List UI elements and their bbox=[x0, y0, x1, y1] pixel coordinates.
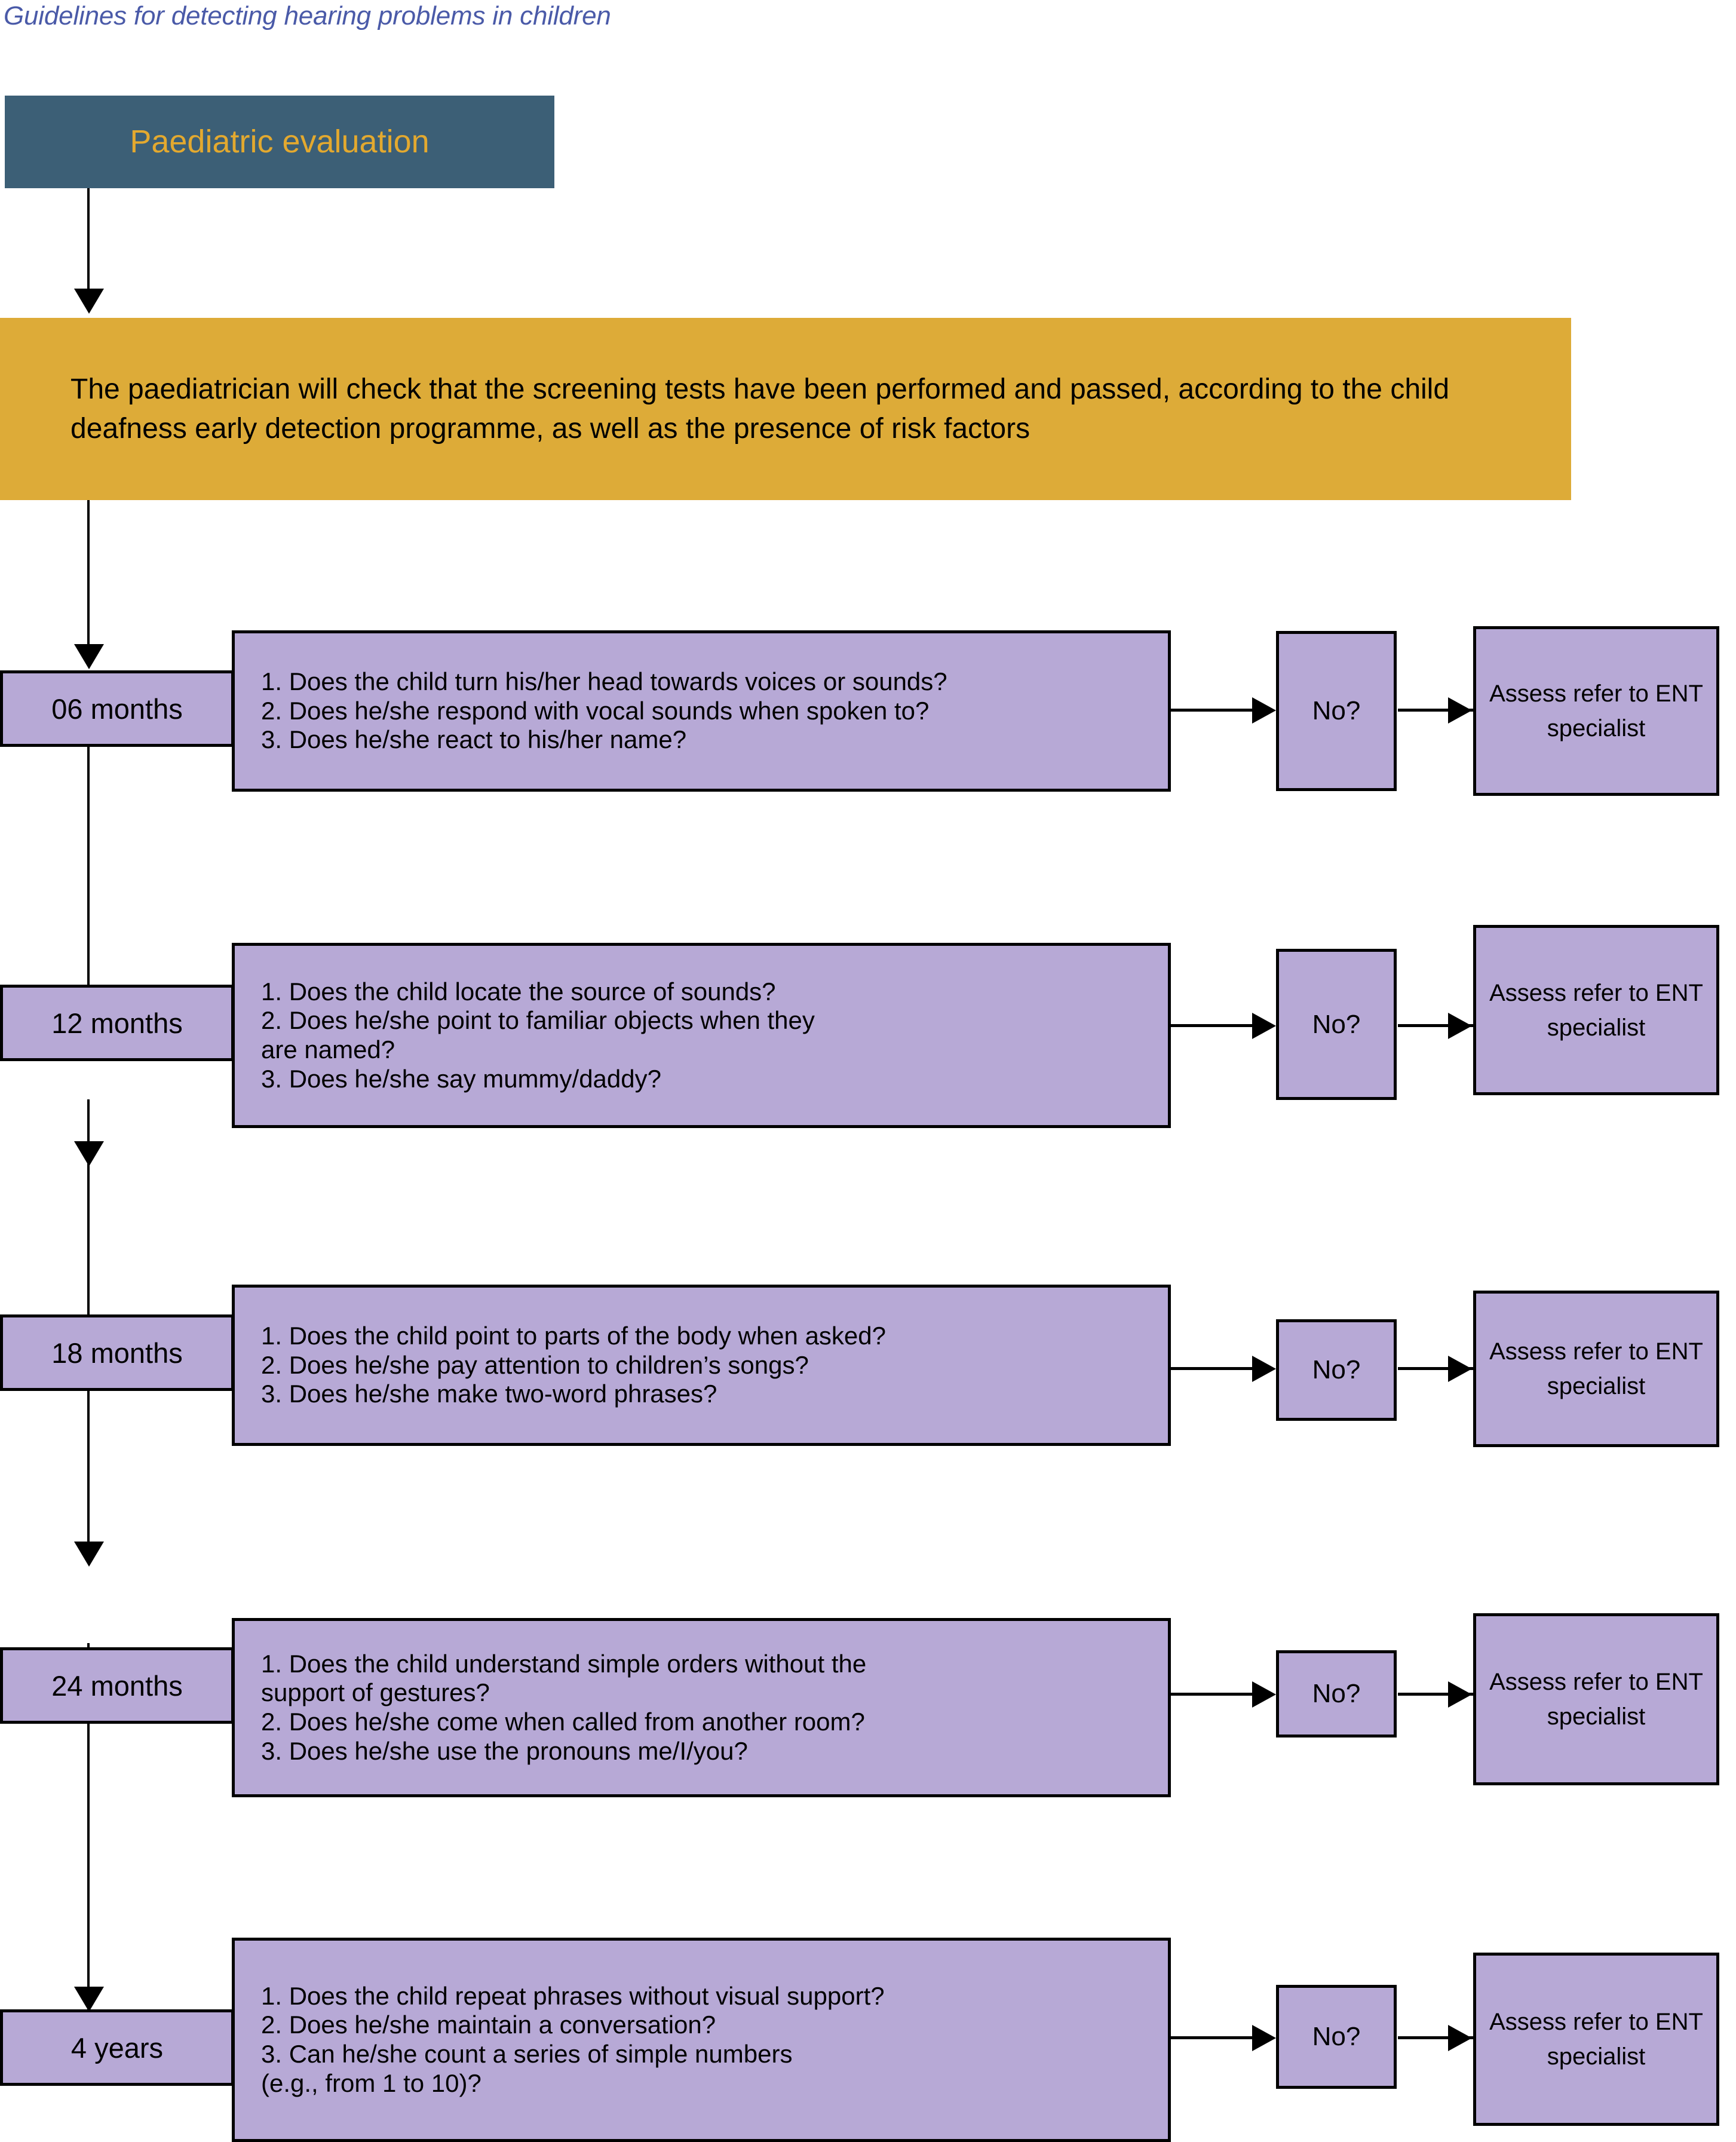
node-outcome-12-months-label: Assess refer to ENT specialist bbox=[1489, 979, 1703, 1041]
arrowhead-start-to-instruction bbox=[74, 289, 104, 314]
question-line: 3. Does he/she make two-word phrases? bbox=[261, 1380, 717, 1408]
arrowhead-outcome-4-years bbox=[1448, 2025, 1472, 2051]
question-line: 1. Does the child repeat phrases without… bbox=[261, 1981, 885, 2010]
arrowhead-to-06-months bbox=[74, 644, 104, 669]
node-decision-06-months[interactable]: No? bbox=[1276, 631, 1397, 791]
node-decision-12-months[interactable]: No? bbox=[1276, 949, 1397, 1100]
node-outcome-24-months-label: Assess refer to ENT specialist bbox=[1489, 1669, 1703, 1730]
arrowhead-decision-24-months bbox=[1252, 1681, 1276, 1708]
node-outcome-18-months-label: Assess refer to ENT specialist bbox=[1489, 1338, 1703, 1399]
node-age-18-months-label: 18 months bbox=[51, 1337, 183, 1369]
arrowhead-decision-18-months bbox=[1252, 1356, 1276, 1382]
node-outcome-24-months: Assess refer to ENT specialist bbox=[1473, 1613, 1719, 1785]
node-decision-18-months-label: No? bbox=[1312, 1355, 1361, 1384]
node-age-12-months-label: 12 months bbox=[51, 1007, 183, 1039]
page-title: Guidelines for detecting hearing problem… bbox=[4, 1, 611, 30]
spine-06-to-12-months bbox=[87, 747, 90, 1029]
node-decision-24-months-label: No? bbox=[1312, 1679, 1361, 1708]
connector-decision-to-outcome-18-months bbox=[1398, 1367, 1483, 1370]
spine-instruction-to-06-months bbox=[87, 500, 90, 647]
arrowhead-decision-4-years bbox=[1252, 2025, 1276, 2051]
node-age-4-years: 4 years bbox=[0, 2009, 234, 2086]
connector-decision-to-outcome-4-years bbox=[1398, 2036, 1483, 2039]
node-outcome-06-months-label: Assess refer to ENT specialist bbox=[1489, 681, 1703, 741]
arrowhead-outcome-12-months bbox=[1448, 1013, 1472, 1039]
node-outcome-06-months: Assess refer to ENT specialist bbox=[1473, 626, 1719, 796]
node-instruction-label: The paediatrician will check that the sc… bbox=[70, 373, 1450, 445]
question-line: 3. Can he/she count a series of simple n… bbox=[261, 2040, 793, 2097]
node-age-06-months-label: 06 months bbox=[51, 692, 183, 725]
question-line: 3. Does he/she say mummy/daddy? bbox=[261, 1064, 661, 1093]
connector-questions-to-decision-06-months bbox=[1171, 709, 1255, 712]
node-instruction: The paediatrician will check that the sc… bbox=[0, 318, 1571, 500]
question-line: 2. Does he/she respond with vocal sounds… bbox=[261, 696, 930, 725]
arrowhead-to-18-months bbox=[74, 1141, 104, 1166]
arrowhead-outcome-06-months bbox=[1448, 697, 1472, 724]
arrowhead-to-4-years bbox=[74, 1987, 104, 2012]
node-outcome-18-months: Assess refer to ENT specialist bbox=[1473, 1291, 1719, 1447]
node-decision-4-years-label: No? bbox=[1312, 2022, 1361, 2051]
node-questions-4-years: 1. Does the child repeat phrases without… bbox=[232, 1938, 1171, 2142]
arrowhead-to-24-months bbox=[74, 1542, 104, 1567]
connector-questions-to-decision-18-months bbox=[1171, 1367, 1255, 1370]
question-line: 2. Does he/she come when called from ano… bbox=[261, 1708, 865, 1736]
node-age-06-months: 06 months bbox=[0, 670, 234, 747]
node-decision-18-months[interactable]: No? bbox=[1276, 1319, 1397, 1421]
connector-questions-to-decision-12-months bbox=[1171, 1024, 1255, 1027]
node-age-24-months: 24 months bbox=[0, 1647, 234, 1724]
connector-questions-to-decision-24-months bbox=[1171, 1693, 1255, 1696]
node-age-4-years-label: 4 years bbox=[70, 2031, 164, 2064]
arrowhead-decision-12-months bbox=[1252, 1013, 1276, 1039]
arrowhead-outcome-18-months bbox=[1448, 1356, 1472, 1382]
node-outcome-4-years: Assess refer to ENT specialist bbox=[1473, 1953, 1719, 2126]
node-outcome-4-years-label: Assess refer to ENT specialist bbox=[1489, 2009, 1703, 2070]
connector-decision-to-outcome-12-months bbox=[1398, 1024, 1483, 1027]
node-questions-12-months: 1. Does the child locate the source of s… bbox=[232, 943, 1171, 1128]
node-questions-06-months: 1. Does the child turn his/her head towa… bbox=[232, 630, 1171, 792]
spine-12-to-18-months bbox=[87, 1099, 90, 1380]
node-age-12-months: 12 months bbox=[0, 985, 234, 1061]
node-decision-12-months-label: No? bbox=[1312, 1009, 1361, 1039]
connector-start-to-instruction bbox=[87, 188, 90, 291]
question-line: 2. Does he/she maintain a conversation? bbox=[261, 2011, 716, 2039]
arrowhead-outcome-24-months bbox=[1448, 1681, 1472, 1708]
question-line: 1. Does the child point to parts of the … bbox=[261, 1321, 887, 1350]
connector-questions-to-decision-4-years bbox=[1171, 2036, 1255, 2039]
node-questions-24-months: 1. Does the child understand simple orde… bbox=[232, 1618, 1171, 1797]
connector-decision-to-outcome-06-months bbox=[1398, 709, 1483, 712]
node-age-24-months-label: 24 months bbox=[51, 1669, 183, 1702]
question-line: 2. Does he/she pay attention to children… bbox=[261, 1350, 809, 1379]
question-line: 1. Does the child turn his/her head towa… bbox=[261, 667, 947, 695]
connector-decision-to-outcome-24-months bbox=[1398, 1693, 1483, 1696]
question-line: 1. Does the child locate the source of s… bbox=[261, 977, 776, 1006]
node-age-18-months: 18 months bbox=[0, 1314, 234, 1391]
arrowhead-decision-06-months bbox=[1252, 697, 1276, 724]
node-outcome-12-months: Assess refer to ENT specialist bbox=[1473, 925, 1719, 1095]
node-decision-06-months-label: No? bbox=[1312, 696, 1361, 725]
node-decision-24-months[interactable]: No? bbox=[1276, 1650, 1397, 1737]
question-line: 2. Does he/she point to familiar objects… bbox=[261, 1006, 815, 1064]
node-questions-18-months: 1. Does the child point to parts of the … bbox=[232, 1285, 1171, 1446]
spine-24-months-to-4-years bbox=[87, 1643, 90, 2014]
node-paediatric-evaluation: Paediatric evaluation bbox=[5, 96, 554, 188]
question-line: 1. Does the child understand simple orde… bbox=[261, 1649, 867, 1707]
question-line: 3. Does he/she react to his/her name? bbox=[261, 725, 687, 754]
node-paediatric-evaluation-label: Paediatric evaluation bbox=[130, 123, 430, 160]
spine-18-to-24-months bbox=[87, 1244, 90, 1562]
node-decision-4-years[interactable]: No? bbox=[1276, 1985, 1397, 2089]
question-line: 3. Does he/she use the pronouns me/I/you… bbox=[261, 1736, 748, 1765]
